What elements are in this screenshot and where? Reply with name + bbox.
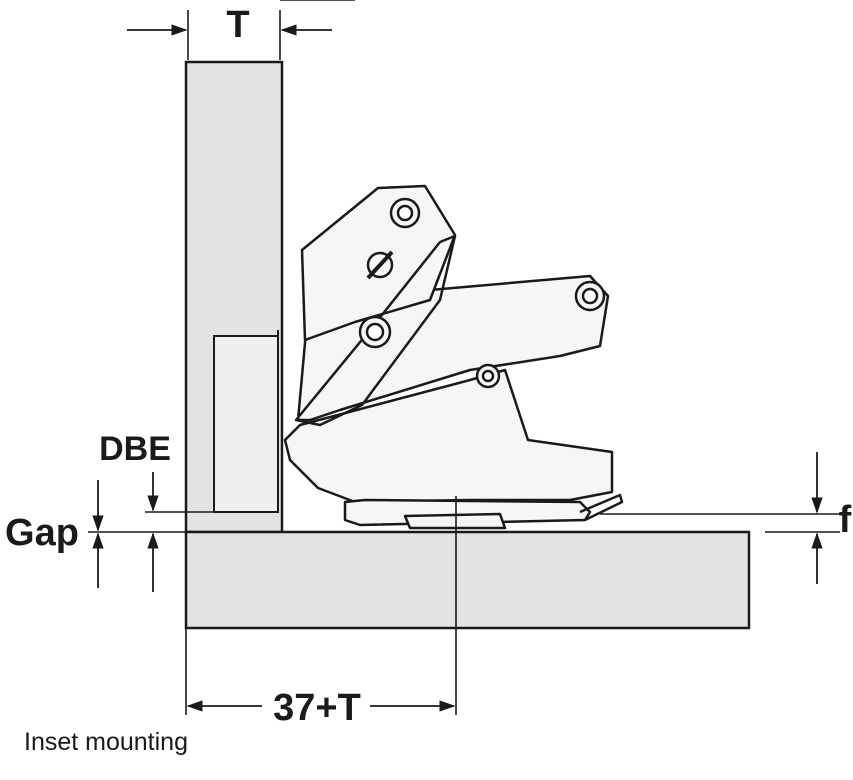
reference-lines xyxy=(88,0,840,715)
offset-label: 37+T xyxy=(273,687,361,729)
diagram-caption: Inset mounting xyxy=(24,728,188,756)
door-panel xyxy=(184,530,751,630)
gap-label: Gap xyxy=(5,512,79,554)
mounting-plate xyxy=(213,335,279,513)
hinge-pivots xyxy=(358,197,606,389)
f-label: f xyxy=(839,499,852,541)
hinge-body xyxy=(283,184,624,530)
dimension-arrows xyxy=(92,24,823,712)
dbe-label: DBE xyxy=(99,430,171,468)
thickness-label: T xyxy=(226,4,249,46)
